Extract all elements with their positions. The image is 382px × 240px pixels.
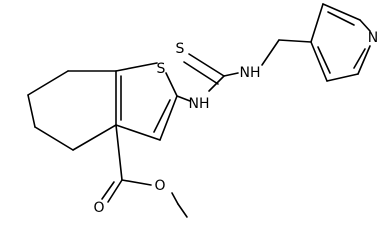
- bond: [310, 41, 328, 82]
- bond: [327, 11, 355, 26]
- bond: [353, 48, 366, 69]
- bond: [27, 70, 69, 96]
- bond: [115, 124, 161, 141]
- bond: [165, 72, 178, 97]
- bond: [317, 46, 331, 74]
- amine-nh-left-label: NH: [189, 96, 210, 112]
- bond: [72, 124, 117, 151]
- thiourea-sulfur-label: S: [176, 41, 185, 57]
- molecule-drawing: S S NH NH N O O: [27, 3, 378, 218]
- bond: [183, 61, 219, 85]
- bond: [359, 19, 371, 32]
- bond: [115, 62, 158, 72]
- amine-nh-right-label: NH: [240, 65, 261, 81]
- bond: [357, 45, 371, 75]
- carbonyl-oxygen-label: O: [93, 200, 104, 216]
- pyridine-nitrogen-label: N: [368, 30, 378, 46]
- bond: [326, 73, 359, 82]
- bond: [261, 39, 280, 66]
- bond: [153, 99, 171, 133]
- atom-labels: S S NH NH N O O: [93, 30, 378, 216]
- bond: [121, 179, 152, 186]
- ester-oxygen-label: O: [154, 178, 165, 194]
- bond: [159, 95, 178, 141]
- thiophene-sulfur-label: S: [157, 61, 166, 77]
- bond: [101, 181, 115, 200]
- bond: [223, 72, 239, 77]
- bond: [177, 203, 188, 218]
- bond: [27, 94, 36, 128]
- structure-diagram: S S NH NH N O O: [27, 3, 379, 218]
- bond-lines: [27, 3, 371, 218]
- bond: [107, 179, 123, 203]
- bond: [115, 124, 123, 181]
- bond: [34, 126, 74, 151]
- bond: [278, 39, 312, 43]
- bond: [188, 53, 225, 77]
- bond: [310, 3, 324, 43]
- bond: [176, 95, 191, 102]
- bond: [171, 192, 179, 205]
- bond: [322, 3, 361, 21]
